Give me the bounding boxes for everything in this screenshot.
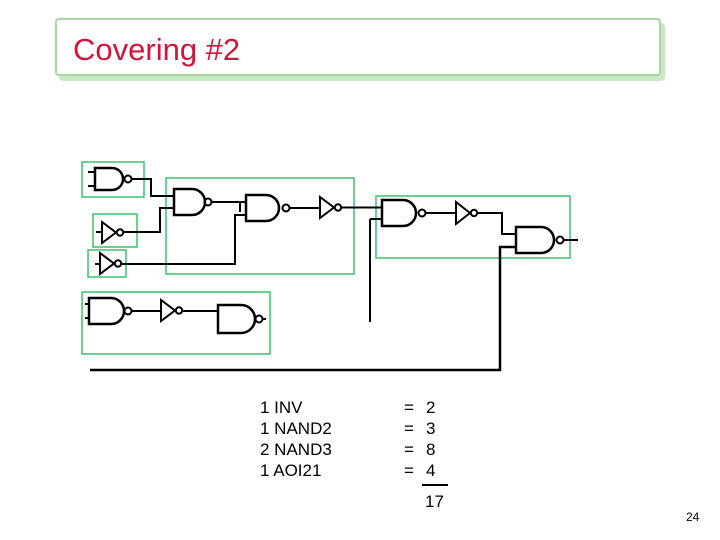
total-cost: 17 <box>425 492 444 511</box>
inverter-5 <box>160 298 177 323</box>
nand-gate-7 <box>216 303 257 335</box>
cost-row: = 8 <box>404 439 464 460</box>
cost-value: 2 <box>426 398 436 417</box>
sum-underline <box>422 484 448 486</box>
nand-gate-3 <box>244 193 281 223</box>
cost-list: = 2 = 3 = 8 = 4 <box>404 397 464 481</box>
page-number: 24 <box>686 510 700 524</box>
inverter-4 <box>455 199 472 227</box>
gate-list-row: 2 NAND3 <box>260 440 332 459</box>
nand-bubble-3 <box>281 203 291 213</box>
slide-title: Covering #2 <box>73 32 241 67</box>
equals-sign: = <box>404 398 414 417</box>
cost-row: = 4 <box>404 460 464 481</box>
nand-gate-1 <box>93 166 125 192</box>
inverter-bubble-3 <box>333 203 343 212</box>
title-box: Covering #2 <box>55 18 661 76</box>
nand-bubble-6 <box>123 306 133 316</box>
nand-gate-4 <box>380 198 418 228</box>
cover-box-bottom-left <box>81 291 271 355</box>
cover-box-middle <box>165 177 355 275</box>
equals-sign: = <box>404 419 414 438</box>
inverter-bubble-5 <box>174 306 184 315</box>
nand-bubble-4 <box>417 208 427 218</box>
inverter-bubble-4 <box>469 208 479 218</box>
cover-box-aoi <box>375 195 571 259</box>
cost-value: 8 <box>426 440 436 459</box>
nand-bubble-1 <box>123 174 133 184</box>
equals-sign: = <box>404 440 414 459</box>
gate-list: 1 INV 1 NAND2 2 NAND3 1 AOI21 <box>260 397 332 481</box>
cost-value: 3 <box>426 419 436 438</box>
nand-gate-5 <box>514 225 556 255</box>
cost-value: 4 <box>426 461 436 480</box>
gate-list-row: 1 NAND2 <box>260 419 332 438</box>
inverter-bubble-2 <box>113 259 123 268</box>
nand-bubble-5 <box>555 235 565 245</box>
nand-gate-6 <box>87 296 126 326</box>
cost-row: = 3 <box>404 418 464 439</box>
nand-gate-2 <box>172 187 207 217</box>
inverter-3 <box>319 195 336 220</box>
gate-list-row: 1 INV <box>260 398 303 417</box>
equals-sign: = <box>404 461 414 480</box>
wires <box>85 171 578 372</box>
cover-box-inv-a <box>92 213 138 248</box>
inverter-1 <box>101 220 118 245</box>
nand-bubble-7 <box>254 314 264 324</box>
gate-list-row: 1 AOI21 <box>260 461 322 480</box>
inverter-2 <box>99 251 116 276</box>
cost-row: = 2 <box>404 397 464 418</box>
inverter-bubble-1 <box>115 228 125 237</box>
